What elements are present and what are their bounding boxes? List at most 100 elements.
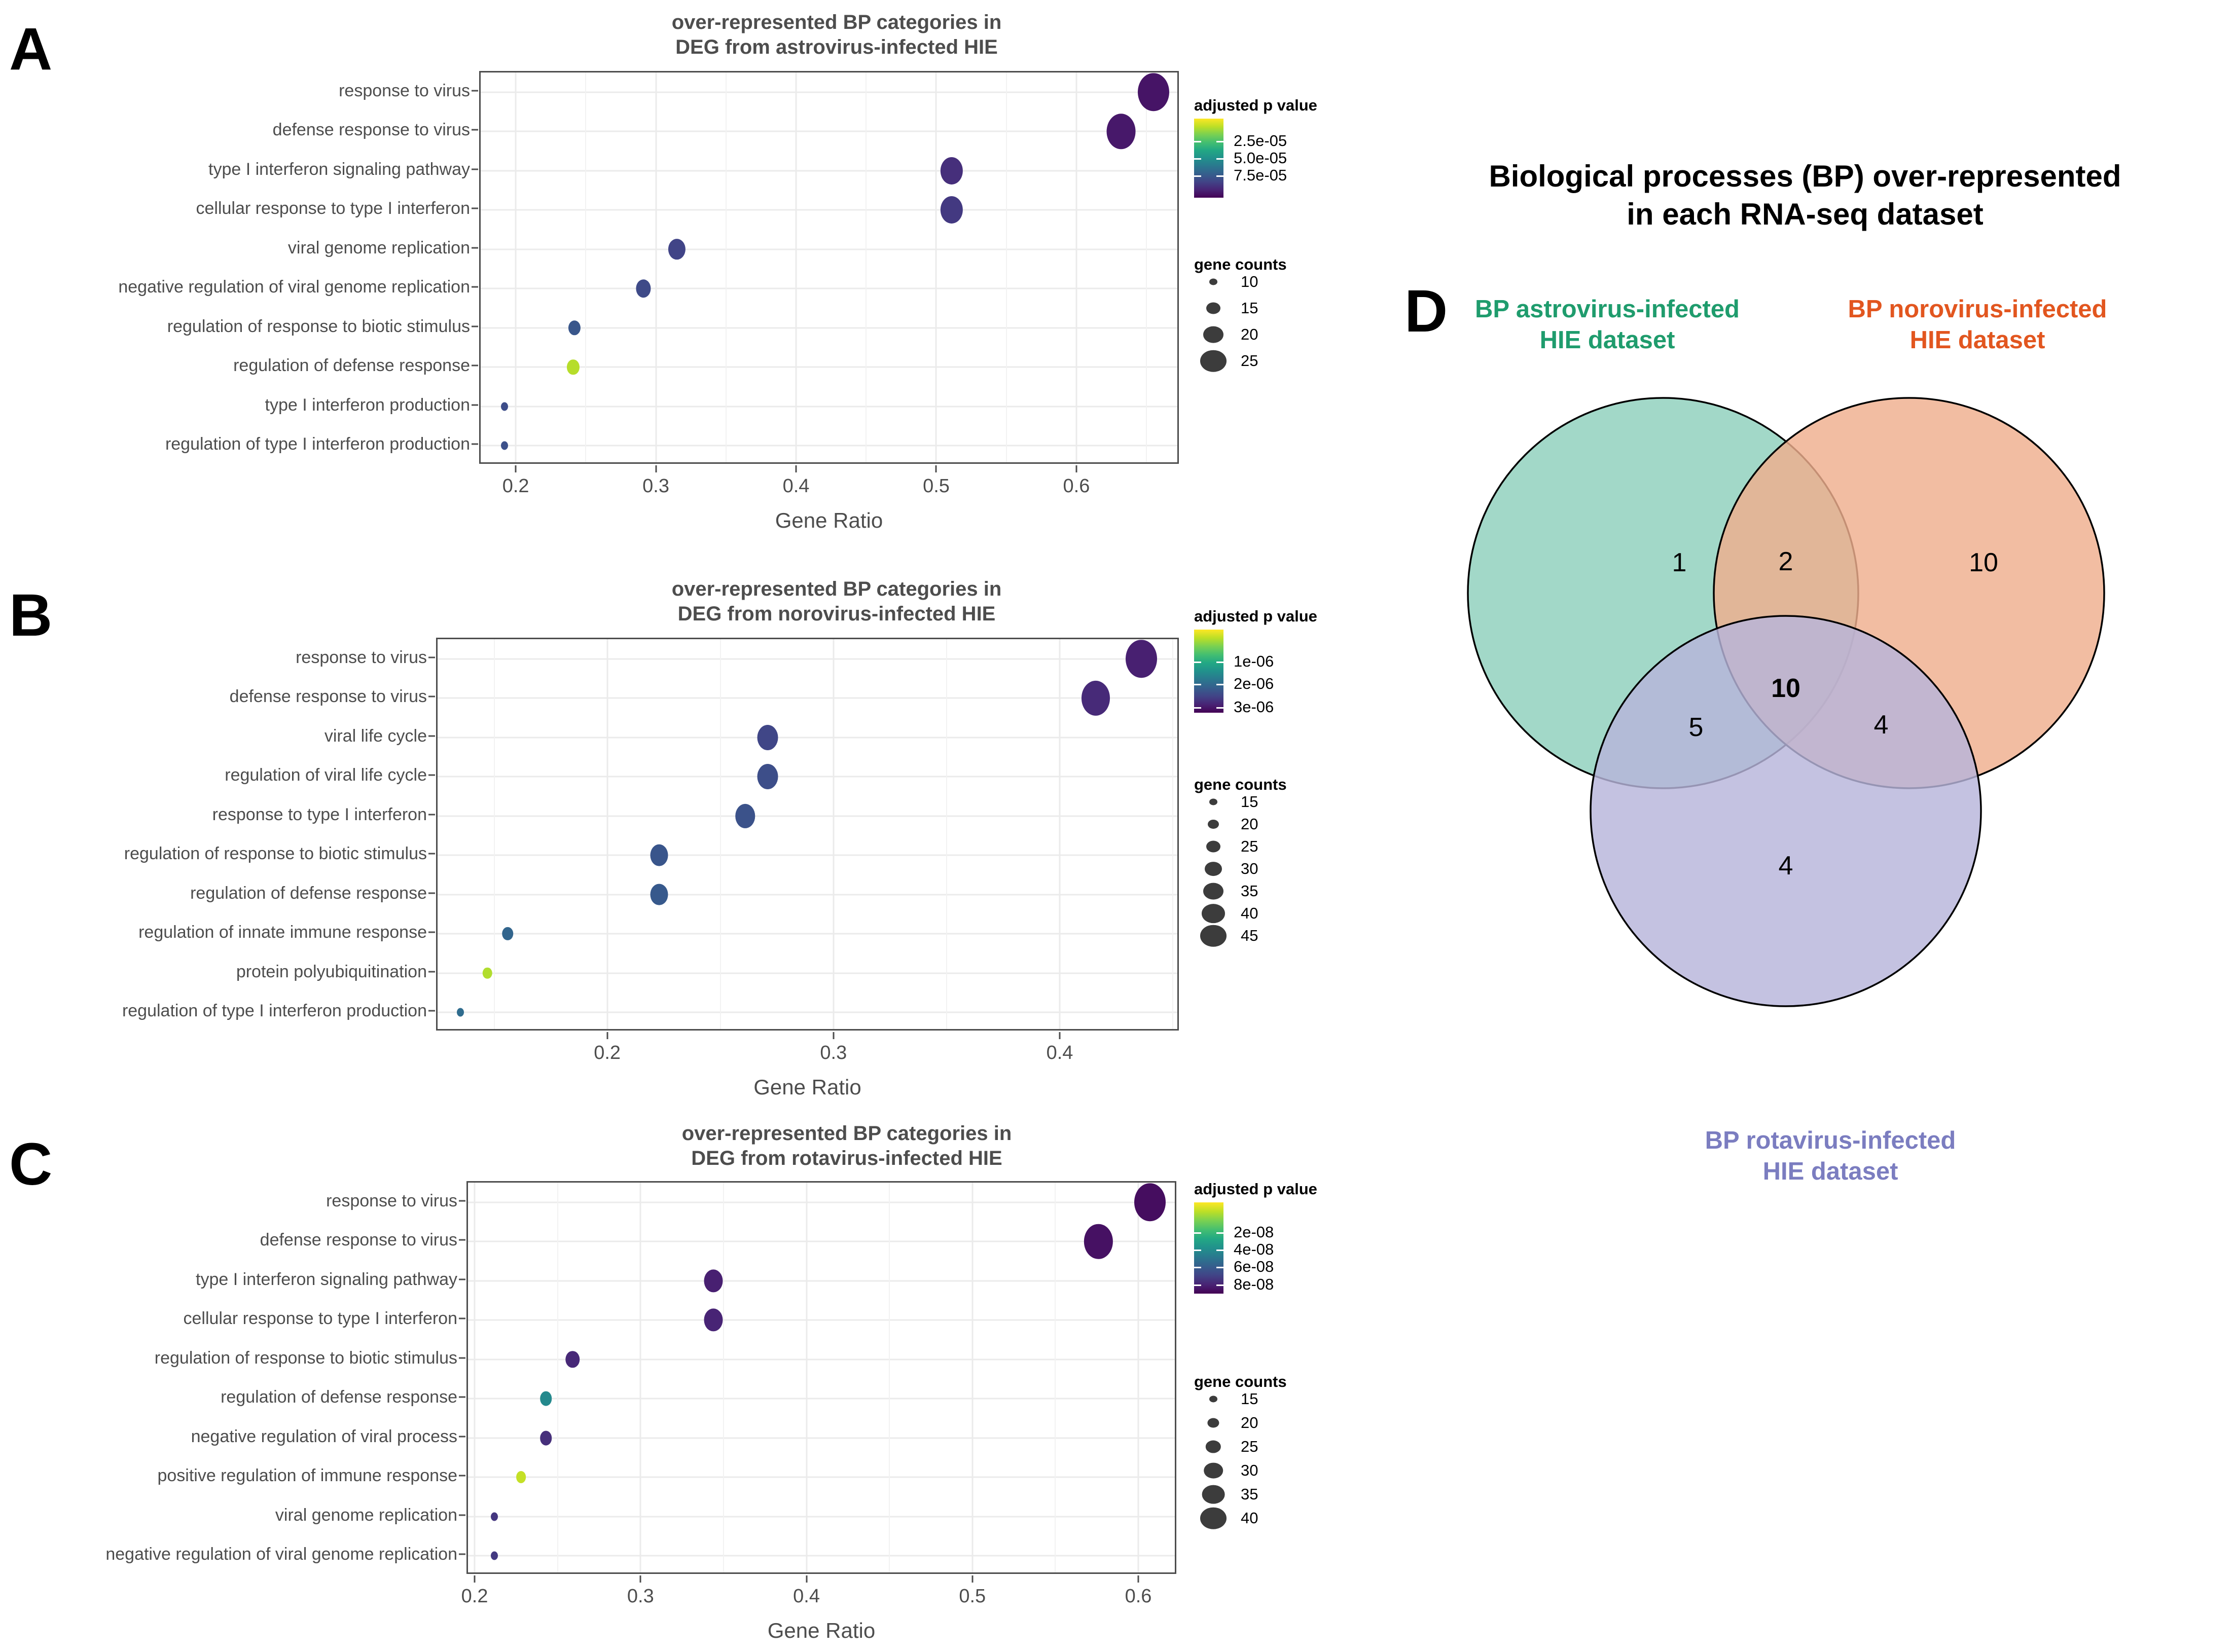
- x-axis-tick: [1059, 1032, 1061, 1039]
- size-legend-label: 15: [1241, 1390, 1258, 1408]
- gridline-vertical-major: [1059, 639, 1061, 1029]
- x-axis-title: Gene Ratio: [767, 1619, 876, 1642]
- x-axis-tick: [655, 465, 657, 472]
- gridline-horizontal: [438, 894, 1177, 896]
- venn-count-astro-noro: 2: [1778, 547, 1793, 576]
- x-axis-tick-label: 0.3: [642, 475, 669, 497]
- x-axis-tick-label: 0.3: [627, 1586, 654, 1607]
- data-point: [491, 1512, 498, 1521]
- data-point: [500, 402, 508, 411]
- gridline-vertical-minor: [1146, 72, 1147, 462]
- data-point: [1082, 681, 1110, 716]
- y-axis-label: defense response to virus: [229, 687, 427, 707]
- data-point: [565, 1351, 580, 1368]
- size-legend-label: 35: [1241, 1485, 1258, 1503]
- size-legend-title: gene counts: [1194, 776, 1287, 793]
- y-axis-tick: [472, 129, 478, 131]
- colorbar-tick-label: 2e-08: [1234, 1223, 1274, 1241]
- colorbar-tick: [1194, 707, 1201, 709]
- data-point: [704, 1308, 723, 1332]
- x-axis-tick: [795, 465, 797, 472]
- y-axis-tick: [428, 931, 435, 933]
- panel-b-plot-area: [436, 638, 1179, 1031]
- x-axis-tick: [639, 1575, 641, 1583]
- y-axis-tick: [459, 1200, 465, 1202]
- pvalue-legend-title: adjusted p value: [1194, 607, 1317, 625]
- colorbar-tick-label: 6e-08: [1234, 1257, 1274, 1275]
- pvalue-colorbar: [1194, 1202, 1223, 1294]
- venn-count-noro-rota: 4: [1873, 710, 1889, 740]
- data-point: [1125, 639, 1157, 678]
- gridline-vertical-major: [1137, 1183, 1139, 1572]
- y-axis-label: response to virus: [339, 81, 470, 100]
- y-axis-tick: [459, 1475, 465, 1477]
- y-axis-tick: [459, 1278, 465, 1280]
- data-point: [540, 1430, 552, 1446]
- x-axis-tick-label: 0.4: [1046, 1042, 1073, 1063]
- gridline-horizontal: [438, 854, 1177, 856]
- venn-title: Biological processes (BP) over-represent…: [1489, 159, 2121, 231]
- size-legend-dot: [1202, 1485, 1225, 1504]
- data-point: [568, 320, 581, 336]
- y-axis-tick: [459, 1553, 465, 1555]
- gridline-vertical-major: [474, 1183, 476, 1572]
- gridline-vertical-major: [935, 72, 937, 462]
- colorbar-tick-label: 2e-06: [1234, 675, 1274, 693]
- pvalue-legend-title: adjusted p value: [1194, 96, 1317, 114]
- colorbar-tick: [1216, 175, 1223, 177]
- size-legend-label: 40: [1241, 1509, 1258, 1527]
- gridline-horizontal: [438, 776, 1177, 778]
- panel-letter-d: D: [1404, 278, 1448, 345]
- y-axis-label: regulation of viral life cycle: [225, 765, 427, 785]
- y-axis-tick: [459, 1396, 465, 1398]
- x-axis-tick-label: 0.4: [793, 1586, 820, 1607]
- gridline-vertical-minor: [946, 639, 947, 1029]
- gridline-vertical-minor: [719, 639, 721, 1029]
- colorbar-tick: [1194, 684, 1201, 686]
- colorbar-tick: [1216, 684, 1223, 686]
- y-axis-label: type I interferon signaling pathway: [196, 1269, 457, 1289]
- colorbar-tick-label: 5.0e-05: [1234, 149, 1287, 167]
- pvalue-legend-title: adjusted p value: [1194, 1180, 1317, 1198]
- gridline-horizontal: [481, 287, 1177, 289]
- y-axis-label: cellular response to type I interferon: [183, 1309, 457, 1329]
- y-axis-label: protein polyubiquitination: [236, 962, 427, 981]
- colorbar-tick-label: 4e-08: [1234, 1240, 1274, 1258]
- y-axis-label: regulation of response to biotic stimulu…: [167, 316, 470, 336]
- y-axis-label: response to virus: [296, 647, 427, 667]
- y-axis-label: viral life cycle: [324, 726, 427, 746]
- colorbar-tick: [1194, 1284, 1201, 1286]
- x-axis-tick-label: 0.2: [594, 1042, 621, 1063]
- data-point: [940, 157, 963, 185]
- colorbar-tick-label: 2.5e-05: [1234, 131, 1287, 150]
- gridline-horizontal: [481, 130, 1177, 132]
- y-axis-label: negative regulation of viral genome repl…: [118, 277, 470, 297]
- gridline-horizontal: [481, 327, 1177, 329]
- venn-count-norovirus-only: 10: [1969, 548, 1998, 577]
- data-point: [940, 196, 963, 224]
- x-axis-tick-label: 0.6: [1063, 475, 1090, 497]
- gridline-vertical-minor: [866, 72, 867, 462]
- gridline-vertical-minor: [493, 639, 495, 1029]
- y-axis-label: negative regulation of viral genome repl…: [105, 1545, 457, 1564]
- colorbar-tick-label: 7.5e-05: [1234, 166, 1287, 185]
- x-axis-tick: [1075, 465, 1077, 472]
- venn-count-rotavirus-only: 4: [1778, 851, 1793, 880]
- size-legend-dot: [1200, 350, 1227, 372]
- gridline-horizontal: [481, 366, 1177, 368]
- size-legend-dot: [1206, 840, 1220, 853]
- data-point: [636, 279, 651, 298]
- panel-letter-c: C: [9, 1131, 52, 1198]
- data-point: [735, 803, 755, 828]
- gridline-horizontal: [438, 933, 1177, 935]
- venn-set-label-norovirus: BP norovirus-infected HIE dataset: [1848, 296, 2107, 354]
- y-axis-label: negative regulation of viral process: [191, 1426, 457, 1446]
- gridline-horizontal: [438, 658, 1177, 660]
- size-legend-label: 45: [1241, 927, 1258, 944]
- colorbar-tick: [1194, 175, 1201, 177]
- panel-a-plot-area: [479, 71, 1179, 464]
